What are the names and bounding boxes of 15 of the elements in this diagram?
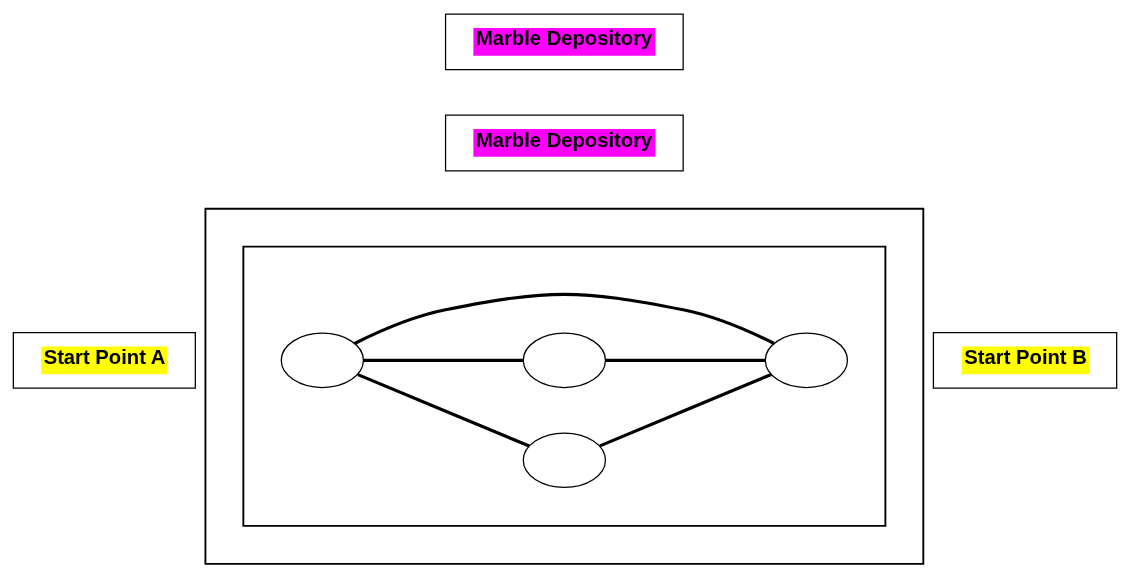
- node-box: Marble Depository: [444, 114, 684, 172]
- node-circle: [764, 332, 849, 389]
- node-circle: [522, 332, 607, 389]
- cluster: [242, 245, 887, 527]
- node-circle: [522, 432, 607, 488]
- node-box: Start Point B: [932, 331, 1118, 389]
- connector: [599, 373, 772, 448]
- connector: [363, 358, 524, 362]
- node-box: Marble Depository: [444, 13, 684, 71]
- connector: [605, 358, 766, 362]
- connector: [353, 292, 775, 345]
- connector: [357, 373, 530, 448]
- node-circle: [280, 332, 365, 389]
- node-box: Start Point A: [12, 331, 196, 389]
- cluster: [204, 207, 925, 565]
